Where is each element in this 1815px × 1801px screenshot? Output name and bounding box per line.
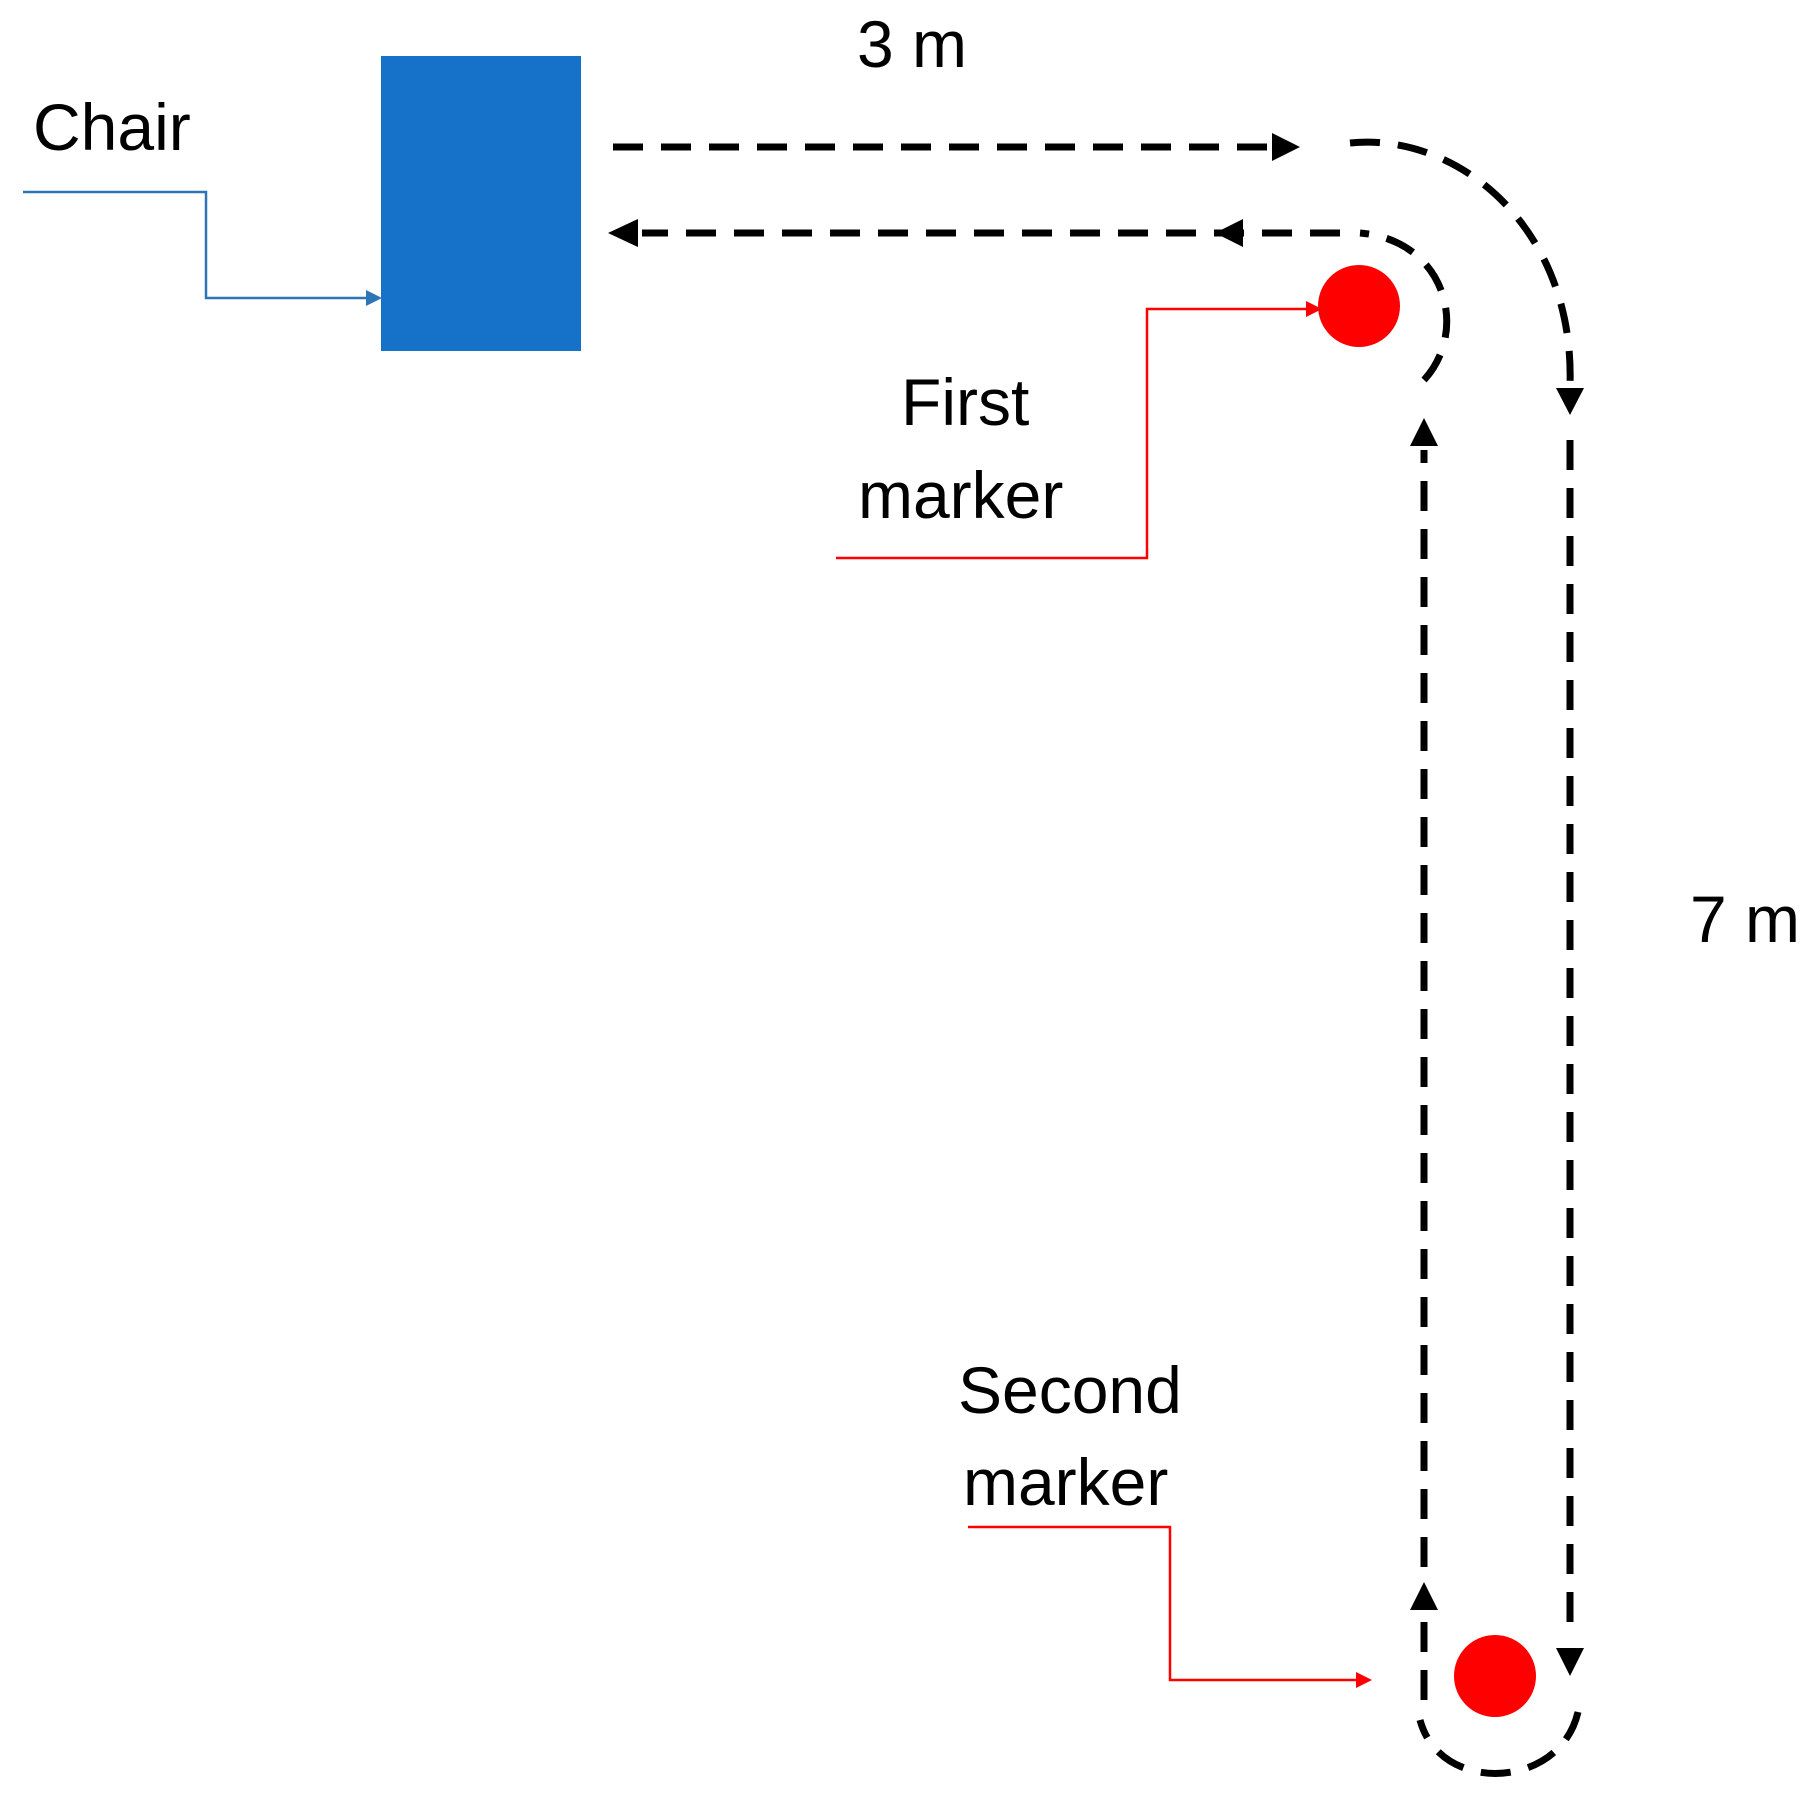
arrowhead-outbound-right	[1272, 133, 1300, 161]
distance-3m-label: 3 m	[857, 7, 967, 81]
path-outbound-corner	[1349, 138, 1574, 386]
first-marker-label-line1: First	[901, 365, 1029, 439]
arrowhead-outbound-down-lower	[1556, 1648, 1584, 1676]
first-marker-label-line2: marker	[858, 458, 1063, 532]
arrowhead-outbound-down-upper	[1556, 388, 1584, 415]
first-marker-callout-arrowhead	[1306, 301, 1322, 317]
first-marker-callout-line	[836, 307, 1310, 560]
chair-block	[381, 56, 581, 351]
second-marker-callout-line	[968, 1525, 1358, 1682]
arrowhead-return-left-upper	[1215, 219, 1243, 247]
chair-callout-line	[23, 190, 372, 300]
second-marker-label-line2: marker	[963, 1445, 1168, 1519]
second-marker-callout-arrowhead	[1356, 1672, 1372, 1688]
distance-7m-label: 7 m	[1690, 882, 1800, 956]
chair-callout-arrowhead	[366, 290, 382, 306]
path-return-corner	[1359, 229, 1451, 383]
path-uturn-bottom	[1416, 1711, 1582, 1777]
second-marker-label-line1: Second	[958, 1353, 1182, 1427]
arrowhead-return-left-chair	[608, 219, 638, 247]
first-marker	[1318, 265, 1400, 347]
arrowhead-return-up-lower	[1410, 1582, 1438, 1610]
second-marker	[1454, 1635, 1536, 1717]
chair-label: Chair	[33, 90, 191, 164]
arrowhead-return-up-upper	[1410, 418, 1438, 446]
